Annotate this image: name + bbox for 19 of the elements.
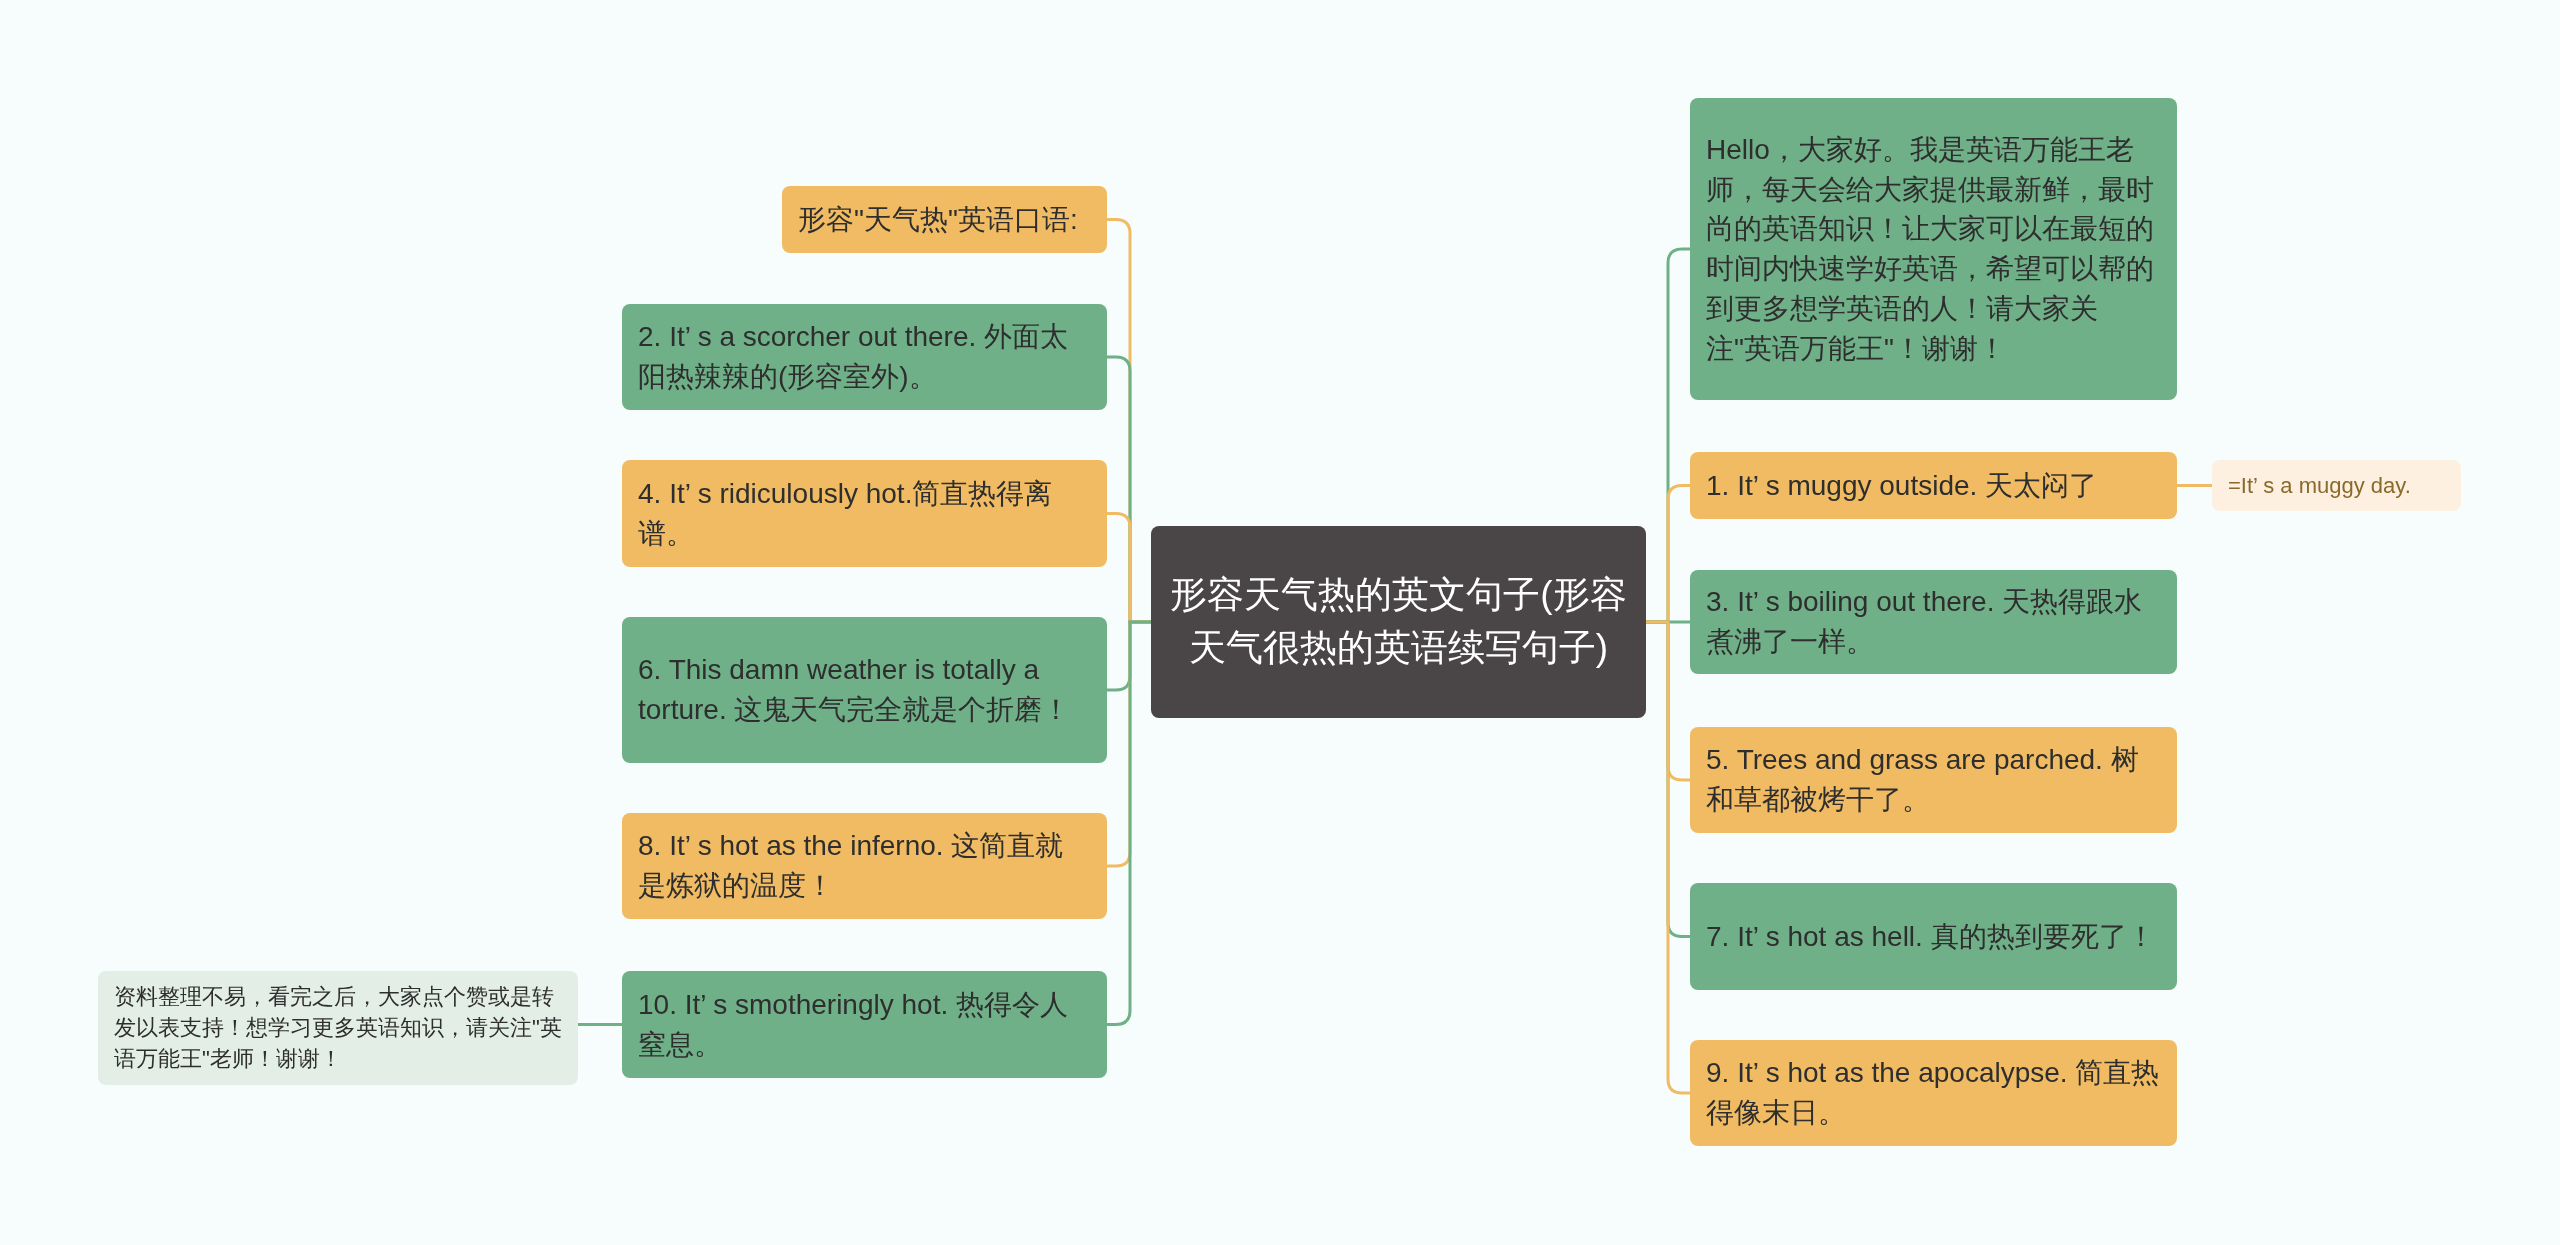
topic-box: 9. It’ s hot as the apocalypse. 简直热得像末日。 [1690,1040,2177,1146]
note-box: 资料整理不易，看完之后，大家点个赞或是转发以表支持！想学习更多英语知识，请关注"英语万能王"老师！谢谢！ [98,971,578,1085]
topic-box: 5. Trees and grass are parched. 树和草都被烤干了。 [1690,727,2177,833]
topic-box: 8. It’ s hot as the inferno. 这简直就是炼狱的温度！ [622,813,1107,919]
topic-box: 3. It’ s boiling out there. 天热得跟水煮沸了一样。 [1690,570,2177,674]
topic-box: 10. It’ s smotheringly hot. 热得令人窒息。 [622,971,1107,1078]
topic-box: 1. It’ s muggy outside. 天太闷了 [1690,452,2177,519]
connector-line [1107,620,1151,1026]
central-topic-box: 形容天气热的英文句子(形容天气很热的英语续写句子) [1151,526,1646,718]
topic-box: 形容"天气热"英语口语: [782,186,1107,253]
topic-box: 7. It’ s hot as hell. 真的热到要死了！ [1690,883,2177,990]
connector-line [578,1023,622,1026]
topic-box: 2. It’ s a scorcher out there. 外面太阳热辣辣的(形容室外)。 [622,304,1107,410]
connector-line [1646,620,1690,1095]
topic-box: Hello，大家好。我是英语万能王老师，每天会给大家提供最新鲜，最时尚的英语知识！让大家可以在最短的时间内快速学好英语，希望可以帮的到更多想学英语的人！请大家关注"英语万能王"！谢谢！ [1690,98,2177,400]
note-box: =It’ s a muggy day. [2212,460,2461,512]
connector-line [2177,484,2212,487]
topic-box: 4. It’ s ridiculously hot.简直热得离谱。 [622,460,1107,567]
topic-box: 6. This damn weather is totally a torture. 这鬼天气完全就是个折磨！ [622,617,1107,763]
